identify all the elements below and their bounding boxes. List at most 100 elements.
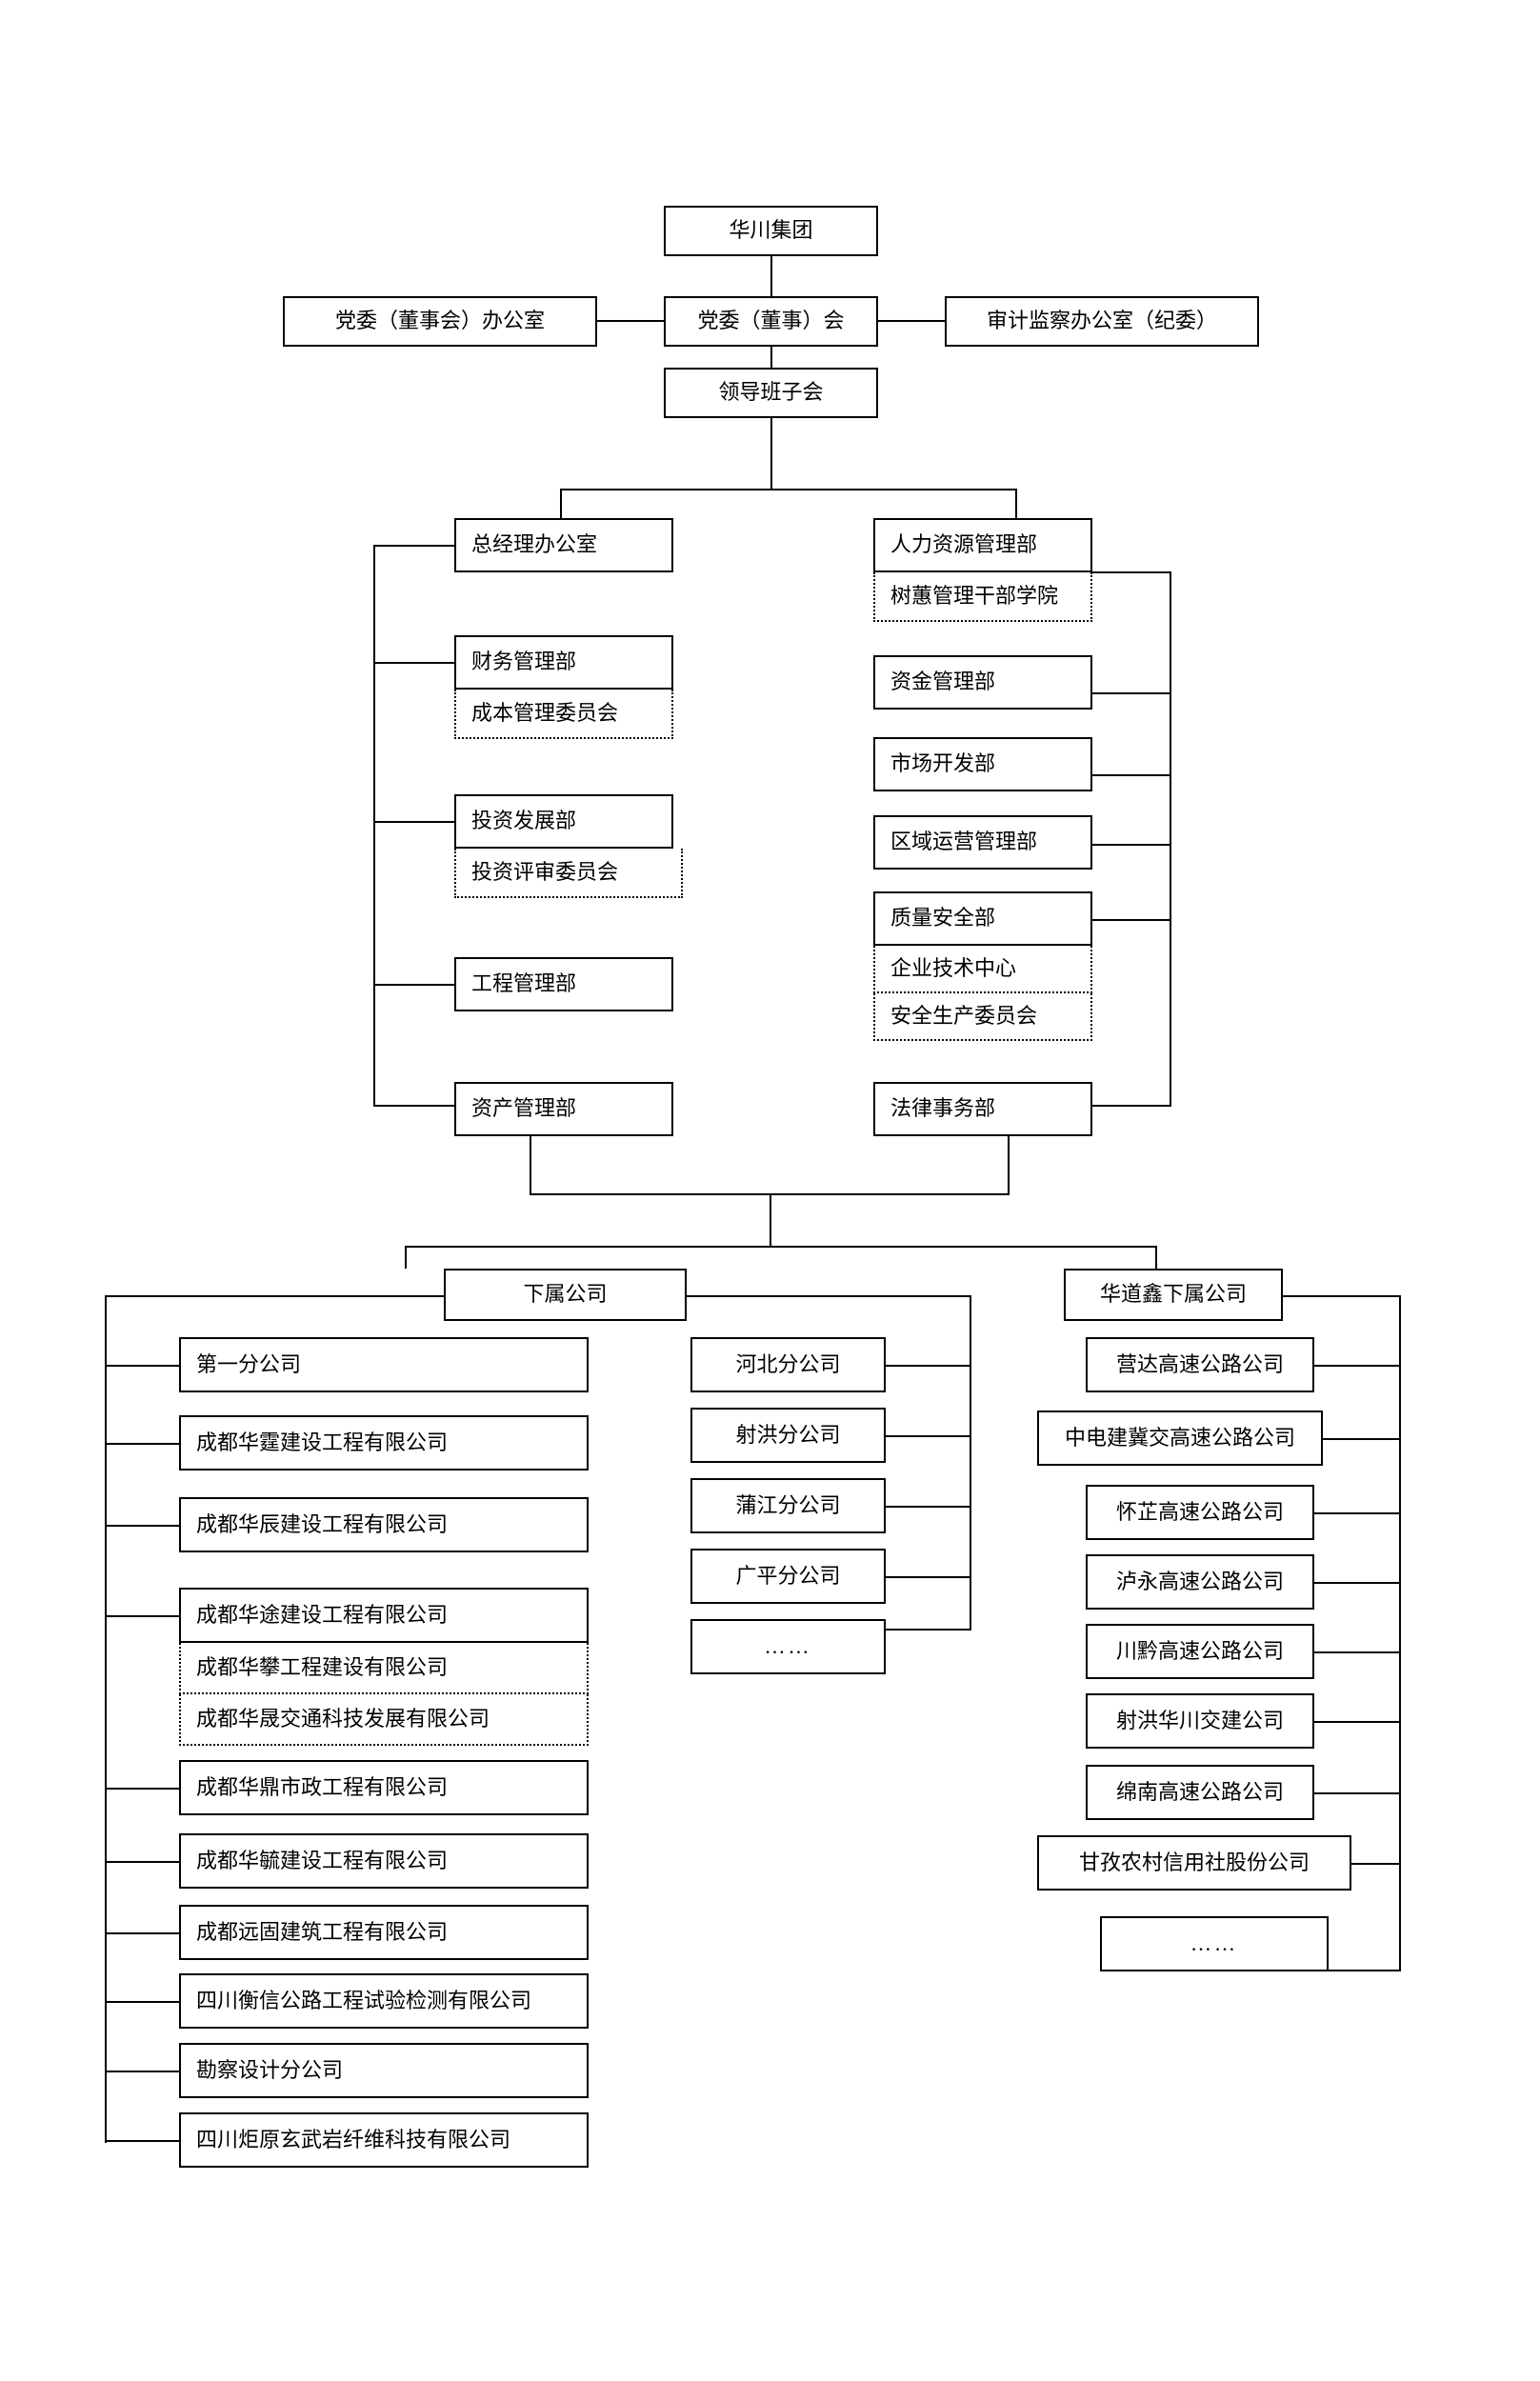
- subsidiary-col1-item[interactable]: 成都华攀工程建设有限公司: [179, 1643, 589, 1694]
- node-audit-office[interactable]: 审计监察办公室（纪委）: [945, 296, 1259, 347]
- subsidiary-col1-item[interactable]: 成都华辰建设工程有限公司: [179, 1497, 589, 1552]
- subsidiary-col2-item[interactable]: ……: [690, 1619, 886, 1674]
- spine-huadaoxin: [1399, 1295, 1401, 1971]
- node-label: 成都华毓建设工程有限公司: [196, 1848, 449, 1872]
- group-huadaoxin-subsidiaries[interactable]: 华道鑫下属公司: [1064, 1269, 1283, 1321]
- node-party-office[interactable]: 党委（董事会）办公室: [283, 296, 597, 347]
- subsidiary-col3-item[interactable]: ……: [1100, 1916, 1329, 1971]
- subsidiary-col2-item[interactable]: 蒲江分公司: [690, 1478, 886, 1533]
- node-label: 质量安全部: [890, 906, 996, 930]
- connector-subs3-7: [1351, 1863, 1401, 1865]
- connector-l3-trunk: [770, 418, 772, 489]
- node-label: 领导班子会: [718, 380, 824, 405]
- node-label: 绵南高速公路公司: [1115, 1779, 1284, 1804]
- subsidiary-col1-item[interactable]: 四川衡信公路工程试验检测有限公司: [179, 1973, 589, 2029]
- dept-regional-operations[interactable]: 区域运营管理部: [873, 815, 1092, 870]
- subsidiary-col3-item[interactable]: 绵南高速公路公司: [1086, 1765, 1314, 1820]
- subsidiary-col3-item[interactable]: 泸永高速公路公司: [1086, 1554, 1314, 1610]
- subsidiary-col1-item[interactable]: 四川炬原玄武岩纤维科技有限公司: [179, 2112, 589, 2168]
- connector-subs1-10: [105, 2071, 179, 2072]
- dept-safety-production-committee[interactable]: 安全生产委员会: [873, 993, 1092, 1041]
- connector-dept-hr: [1092, 571, 1171, 573]
- subsidiary-col1-item[interactable]: 第一分公司: [179, 1337, 589, 1392]
- connector-dept-finance: [373, 662, 454, 664]
- dept-investment-development[interactable]: 投资发展部: [454, 794, 673, 849]
- subsidiary-col2-item[interactable]: 河北分公司: [690, 1337, 886, 1392]
- dept-general-manager-office[interactable]: 总经理办公室: [454, 518, 673, 572]
- connector-subs2-4: [886, 1629, 971, 1631]
- dept-shuhui-cadre-college[interactable]: 树蕙管理干部学院: [873, 572, 1092, 622]
- node-label: 树蕙管理干部学院: [890, 583, 1059, 608]
- dept-enterprise-tech-center[interactable]: 企业技术中心: [873, 946, 1092, 993]
- dept-quality-safety[interactable]: 质量安全部: [873, 891, 1092, 946]
- node-label: 第一分公司: [196, 1351, 302, 1376]
- dept-asset-management[interactable]: 资产管理部: [454, 1082, 673, 1136]
- node-party-committee[interactable]: 党委（董事）会: [664, 296, 878, 347]
- connector-subs1-9: [105, 2001, 179, 2003]
- connector-subs2-0: [886, 1365, 971, 1367]
- subsidiary-col1-item[interactable]: 勘察设计分公司: [179, 2043, 589, 2098]
- node-label: 成都华鼎市政工程有限公司: [196, 1774, 449, 1799]
- dept-fund-management[interactable]: 资金管理部: [873, 655, 1092, 710]
- dept-finance-management[interactable]: 财务管理部: [454, 635, 673, 690]
- connector-legal-down: [1008, 1136, 1010, 1193]
- connector-subs3-2: [1314, 1512, 1401, 1514]
- node-label: 成都华攀工程建设有限公司: [196, 1654, 449, 1679]
- connector-l2-left: [597, 320, 664, 322]
- connector-subs2-2: [886, 1506, 971, 1508]
- subsidiary-col1-item[interactable]: 成都华毓建设工程有限公司: [179, 1833, 589, 1889]
- connector-dept-asset: [373, 1105, 454, 1107]
- subsidiary-col3-item[interactable]: 怀芷高速公路公司: [1086, 1485, 1314, 1540]
- node-label: 投资发展部: [471, 809, 577, 833]
- subsidiary-col2-item[interactable]: 广平分公司: [690, 1549, 886, 1604]
- dept-legal-affairs[interactable]: 法律事务部: [873, 1082, 1092, 1136]
- node-label: 成都华途建设工程有限公司: [196, 1602, 449, 1627]
- subsidiary-col3-item[interactable]: 中电建冀交高速公路公司: [1037, 1411, 1323, 1466]
- connector-subs1-2: [105, 1525, 179, 1527]
- dept-cost-management-committee[interactable]: 成本管理委员会: [454, 690, 673, 739]
- subsidiary-col3-item[interactable]: 射洪华川交建公司: [1086, 1693, 1314, 1749]
- node-label: 蒲江分公司: [735, 1492, 841, 1517]
- node-label: 甘孜农村信用社股份公司: [1078, 1850, 1310, 1874]
- node-label: 射洪分公司: [735, 1422, 841, 1447]
- subsidiary-col1-item[interactable]: 成都华晟交通科技发展有限公司: [179, 1694, 589, 1746]
- node-label: 资产管理部: [471, 1096, 577, 1121]
- node-label: 资金管理部: [890, 670, 996, 694]
- node-label: ……: [764, 1633, 812, 1658]
- connector-to-huadaoxin-group: [1155, 1246, 1157, 1269]
- connector-dept-market: [1092, 774, 1171, 776]
- node-root[interactable]: 华川集团: [664, 206, 878, 256]
- subsidiary-col1-item[interactable]: 成都华霆建设工程有限公司: [179, 1415, 589, 1471]
- dept-market-development[interactable]: 市场开发部: [873, 737, 1092, 791]
- connector-subs1-7: [105, 1861, 179, 1863]
- node-label: 成都华晟交通科技发展有限公司: [196, 1706, 490, 1731]
- connector-subsidiary-split-bar: [405, 1246, 1157, 1248]
- connector-subs3-3: [1314, 1582, 1401, 1584]
- spine-left-departments: [373, 545, 375, 1105]
- node-label: 财务管理部: [471, 650, 577, 674]
- connector-dept-legal: [1092, 1105, 1171, 1107]
- node-label: 川黔高速公路公司: [1115, 1638, 1284, 1663]
- subsidiary-col1-item[interactable]: 成都华鼎市政工程有限公司: [179, 1760, 589, 1815]
- subsidiary-col3-item[interactable]: 川黔高速公路公司: [1086, 1624, 1314, 1679]
- subsidiary-col2-item[interactable]: 射洪分公司: [690, 1408, 886, 1463]
- dept-investment-review-committee[interactable]: 投资评审委员会: [454, 849, 683, 898]
- subsidiary-col3-item[interactable]: 甘孜农村信用社股份公司: [1037, 1835, 1351, 1891]
- node-label: 华川集团: [729, 218, 813, 243]
- node-label: 泸永高速公路公司: [1115, 1569, 1284, 1593]
- subsidiary-col1-item[interactable]: 成都远固建筑工程有限公司: [179, 1905, 589, 1960]
- spine-right-departments: [1170, 571, 1171, 1105]
- connector-hdx-right-out: [1283, 1295, 1401, 1297]
- node-label: 人力资源管理部: [890, 532, 1038, 557]
- dept-engineering-management[interactable]: 工程管理部: [454, 957, 673, 1011]
- connector-subs3-0: [1314, 1365, 1401, 1367]
- node-label: 工程管理部: [471, 971, 577, 996]
- subsidiary-col1-item[interactable]: 成都华途建设工程有限公司: [179, 1588, 589, 1643]
- group-subsidiaries[interactable]: 下属公司: [444, 1269, 687, 1321]
- node-leadership-meeting[interactable]: 领导班子会: [664, 368, 878, 418]
- node-label: 中电建冀交高速公路公司: [1064, 1425, 1295, 1450]
- dept-human-resources[interactable]: 人力资源管理部: [873, 518, 1092, 572]
- subsidiary-col3-item[interactable]: 营达高速公路公司: [1086, 1337, 1314, 1392]
- node-label: 审计监察办公室（纪委）: [986, 309, 1217, 333]
- connector-dept-fund: [1092, 692, 1171, 694]
